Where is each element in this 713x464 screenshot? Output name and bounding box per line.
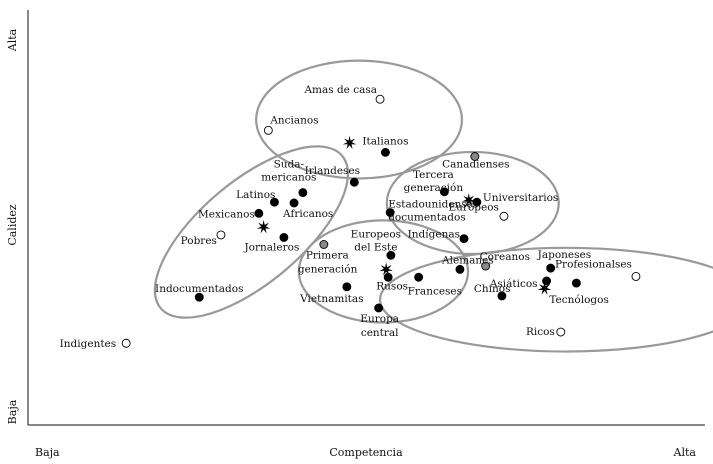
point-open-10 xyxy=(499,211,509,221)
point-star-17 xyxy=(256,220,271,234)
point-label-12: Suda-mericanos xyxy=(261,159,316,184)
x-axis-title: Competencia xyxy=(329,446,403,459)
point-label-33: Tecnólogos xyxy=(549,294,608,306)
point-label-19: Indocumentados xyxy=(155,283,243,295)
point-label-35: Ricos xyxy=(526,326,555,338)
point-label-0: Amas de casa xyxy=(303,84,377,96)
axes xyxy=(27,10,705,426)
point-label-24: Franceses xyxy=(408,285,462,297)
point-open-18 xyxy=(216,230,226,240)
point-filled-14 xyxy=(269,197,279,207)
point-open-37 xyxy=(121,338,131,348)
point-label-5: Canadienses xyxy=(442,158,509,170)
x-axis-high-label: Alta xyxy=(673,446,697,459)
point-filled-28 xyxy=(374,303,384,313)
point-label-28: Coreanos xyxy=(480,251,530,263)
point-filled-32 xyxy=(542,276,552,286)
point-filled-11 xyxy=(385,208,395,217)
point-label-36: Indigentes xyxy=(60,338,117,350)
point-label-15: Africanos xyxy=(282,208,333,220)
point-open-36 xyxy=(556,327,566,337)
point-filled-24 xyxy=(455,264,465,274)
point-star-23 xyxy=(379,262,393,276)
cluster-ellipse-4 xyxy=(297,219,470,324)
point-open-2 xyxy=(263,125,273,135)
point-filled-5 xyxy=(349,177,359,187)
point-label-18: Jornaleros xyxy=(243,241,299,253)
point-label-23: Alemanes xyxy=(441,254,494,266)
point-filled-34 xyxy=(571,278,581,288)
y-axis-low-label: Baja xyxy=(6,399,19,424)
point-label-11: Indígenas xyxy=(408,229,460,241)
point-label-17: Pobres xyxy=(181,235,217,247)
point-label-4: Irlandeses xyxy=(305,165,360,177)
cluster-ellipse-2 xyxy=(153,145,350,319)
point-filled-31 xyxy=(546,263,556,273)
point-star-33 xyxy=(537,281,552,295)
point-filled-19 xyxy=(279,232,289,242)
point-filled-8 xyxy=(472,197,482,207)
cluster-ellipse-1 xyxy=(255,59,464,180)
point-labels: Amas de casaAncianosItalianosIrlandesesC… xyxy=(60,84,632,350)
point-gray-22 xyxy=(319,240,329,249)
point-gray-6 xyxy=(470,152,480,161)
point-open-1 xyxy=(375,94,385,104)
point-filled-27 xyxy=(342,282,352,292)
point-label-9-europeos: Europeos xyxy=(449,201,499,213)
point-label-34: Profesionalses xyxy=(555,258,632,270)
point-filled-21 xyxy=(386,250,396,260)
point-filled-30 xyxy=(497,291,507,301)
x-axis-low-label: Baja xyxy=(35,446,60,459)
point-open-35 xyxy=(631,271,641,281)
data-points xyxy=(121,94,641,348)
point-label-25: Rusos xyxy=(376,280,408,292)
point-label-30: Japoneses xyxy=(537,249,591,261)
point-filled-25 xyxy=(414,272,424,282)
point-gray-29 xyxy=(481,261,491,271)
axis-labels: Baja Competencia Alta Alta Calidez Baja xyxy=(6,28,696,459)
point-label-13: Latinos xyxy=(236,189,275,201)
point-label-7: Universitarios xyxy=(483,192,558,204)
point-label-14: Mexicanos xyxy=(198,208,255,220)
cluster-ellipses xyxy=(153,59,713,353)
cluster-ellipse-5 xyxy=(378,246,713,353)
y-axis-high-label: Alta xyxy=(6,28,19,52)
point-filled-7 xyxy=(439,187,449,197)
point-filled-26 xyxy=(383,272,393,282)
point-star-9 xyxy=(461,193,476,207)
point-filled-12 xyxy=(459,234,469,244)
point-star-4 xyxy=(342,135,357,150)
point-label-26: Vietnamitas xyxy=(299,293,363,305)
point-filled-3 xyxy=(381,147,390,157)
point-label-1: Ancianos xyxy=(269,114,318,126)
point-label-29: Chinos xyxy=(474,283,511,295)
y-axis-title: Calidez xyxy=(6,204,19,246)
point-filled-16 xyxy=(289,198,299,208)
point-label-31: Asiáticos xyxy=(489,278,538,290)
point-filled-15 xyxy=(254,208,264,218)
point-filled-13 xyxy=(298,188,308,198)
point-label-2: Italianos xyxy=(362,135,408,147)
point-filled-20 xyxy=(194,292,204,302)
